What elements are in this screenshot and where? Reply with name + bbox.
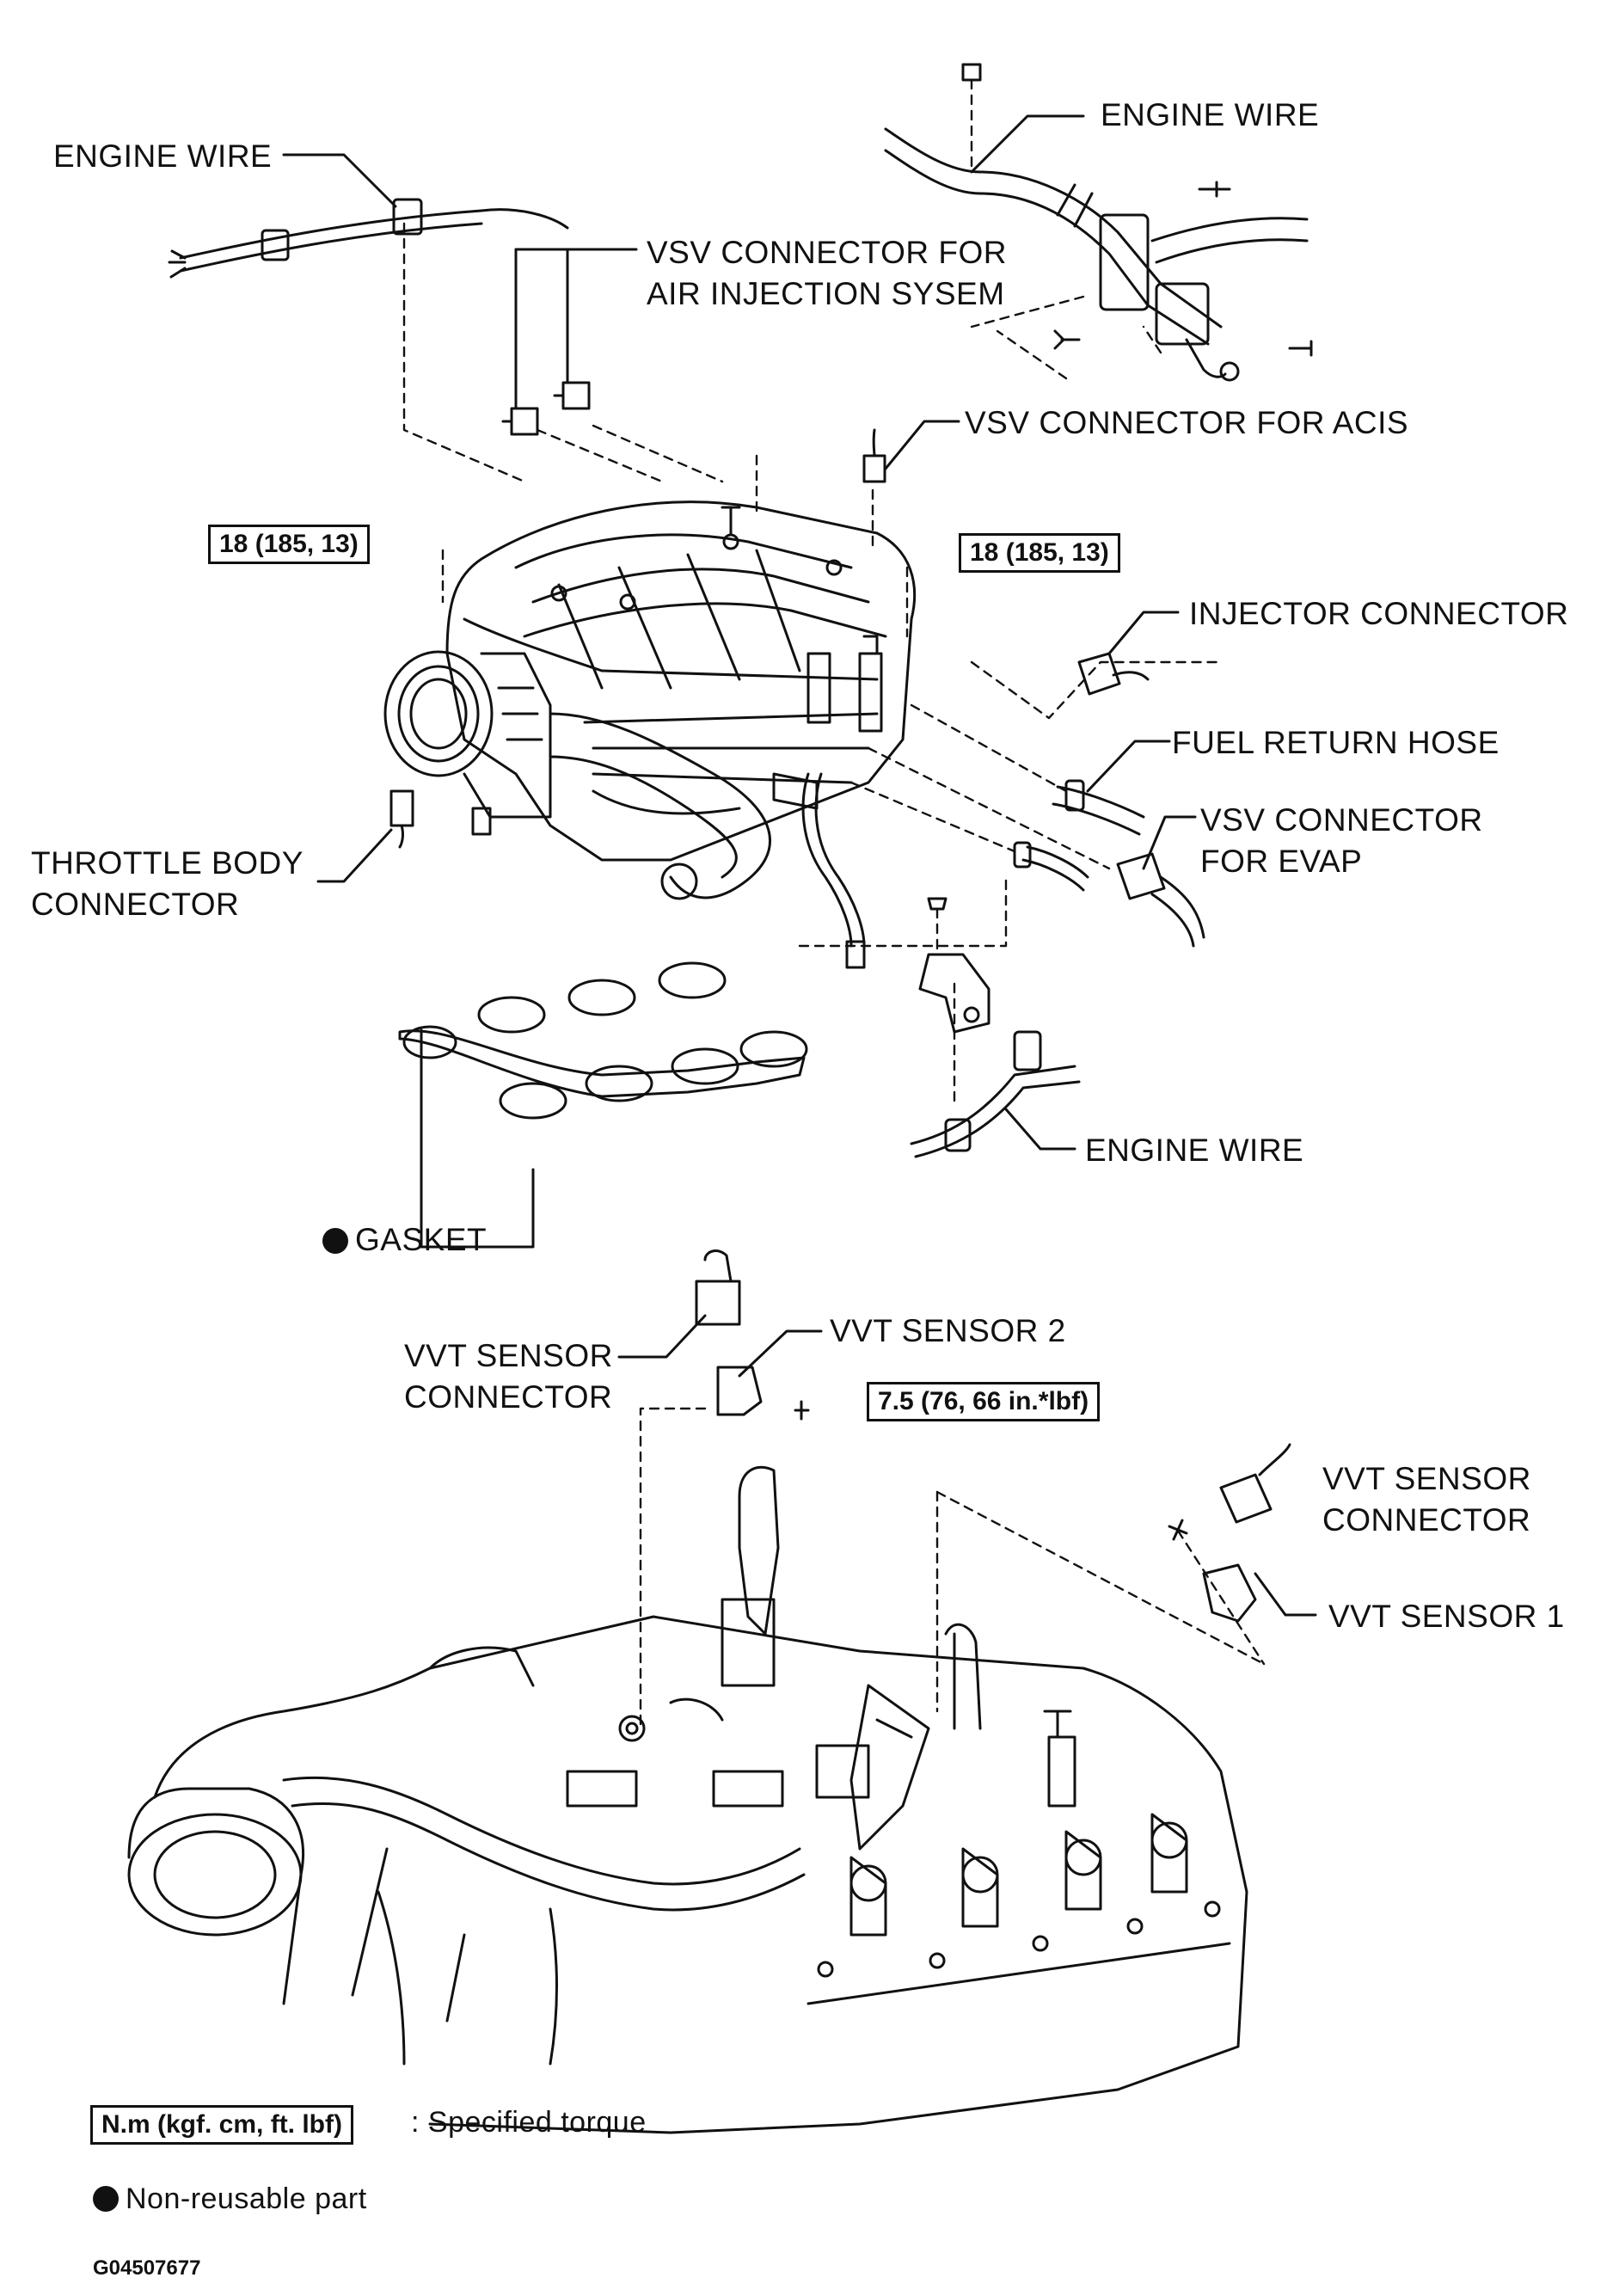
gasket-part <box>398 961 808 1120</box>
vsv-evap-connector <box>1116 852 1205 948</box>
coolant-hose <box>549 712 772 900</box>
label-vvt-sensor-2: VVT SENSOR 2 <box>830 1313 1066 1348</box>
figure-id: G04507677 <box>93 2256 201 2280</box>
bracket <box>918 897 990 1034</box>
label-vsv-evap-line2: FOR EVAP <box>1200 844 1363 879</box>
label-engine-wire-top-right: ENGINE WIRE <box>1101 97 1320 132</box>
label-injector-connector: INJECTOR CONNECTOR <box>1189 596 1569 631</box>
alignment-lines <box>402 222 1266 1730</box>
non-reusable-icon <box>322 1228 348 1254</box>
label-vvt-connector-left-line2: CONNECTOR <box>404 1379 613 1415</box>
injector-connector-part <box>1077 652 1150 696</box>
label-engine-wire-bottom: ENGINE WIRE <box>1085 1133 1304 1168</box>
label-vvt-connector-left-line1: VVT SENSOR <box>404 1338 613 1373</box>
throttle-body-connector <box>389 789 414 849</box>
gasket-text: GASKET <box>355 1222 488 1257</box>
label-vsv-air-injection-line1: VSV CONNECTOR FOR <box>647 235 1007 270</box>
label-vsv-air-injection-line2: AIR INJECTION SYSEM <box>647 276 1005 311</box>
label-vvt-connector-right-line2: CONNECTOR <box>1322 1502 1531 1538</box>
engine-wire-left-part <box>168 198 569 279</box>
label-vsv-acis: VSV CONNECTOR FOR ACIS <box>965 405 1409 440</box>
torque-spec-left: 18 (185, 13) <box>208 525 370 564</box>
engine-wire-bottom-part <box>910 1030 1081 1158</box>
vsv-air-injection-connectors <box>501 381 591 436</box>
label-vvt-connector-right-line1: VVT SENSOR <box>1322 1461 1531 1496</box>
vacuum-line <box>801 772 866 969</box>
vsv-acis-connector <box>862 428 886 483</box>
intake-manifold <box>445 500 917 862</box>
leader-lines <box>282 114 1317 1617</box>
label-throttle-body-line1: THROTTLE BODY <box>31 845 304 881</box>
label-engine-wire-left: ENGINE WIRE <box>53 138 273 174</box>
throttle-body <box>383 650 552 836</box>
legend-torque-box: N.m (kgf. cm, ft. lbf) <box>90 2105 353 2145</box>
label-throttle-body-line2: CONNECTOR <box>31 887 240 922</box>
vvt-sensor-1-part <box>1168 1443 1291 1623</box>
label-vsv-evap-line1: VSV CONNECTOR <box>1200 802 1483 838</box>
label-gasket: GASKET <box>322 1221 487 1259</box>
fuel-return-hose-part <box>1013 779 1145 892</box>
torque-spec-vvt: 7.5 (76, 66 in.*lbf) <box>867 1382 1101 1421</box>
non-reusable-icon <box>93 2186 119 2212</box>
engine-block <box>127 1465 1248 2134</box>
label-vvt-sensor-1: VVT SENSOR 1 <box>1328 1599 1565 1634</box>
torque-spec-right: 18 (185, 13) <box>959 533 1120 573</box>
vvt-sensor-2-part <box>695 1249 810 1421</box>
legend-non-reusable-text: Non-reusable part <box>126 2182 367 2215</box>
engine-wire-right-part <box>884 63 1313 382</box>
legend-non-reusable: Non-reusable part <box>93 2180 367 2218</box>
label-fuel-return-hose: FUEL RETURN HOSE <box>1172 725 1500 760</box>
legend-torque-text: : Specified torque <box>411 2106 647 2139</box>
